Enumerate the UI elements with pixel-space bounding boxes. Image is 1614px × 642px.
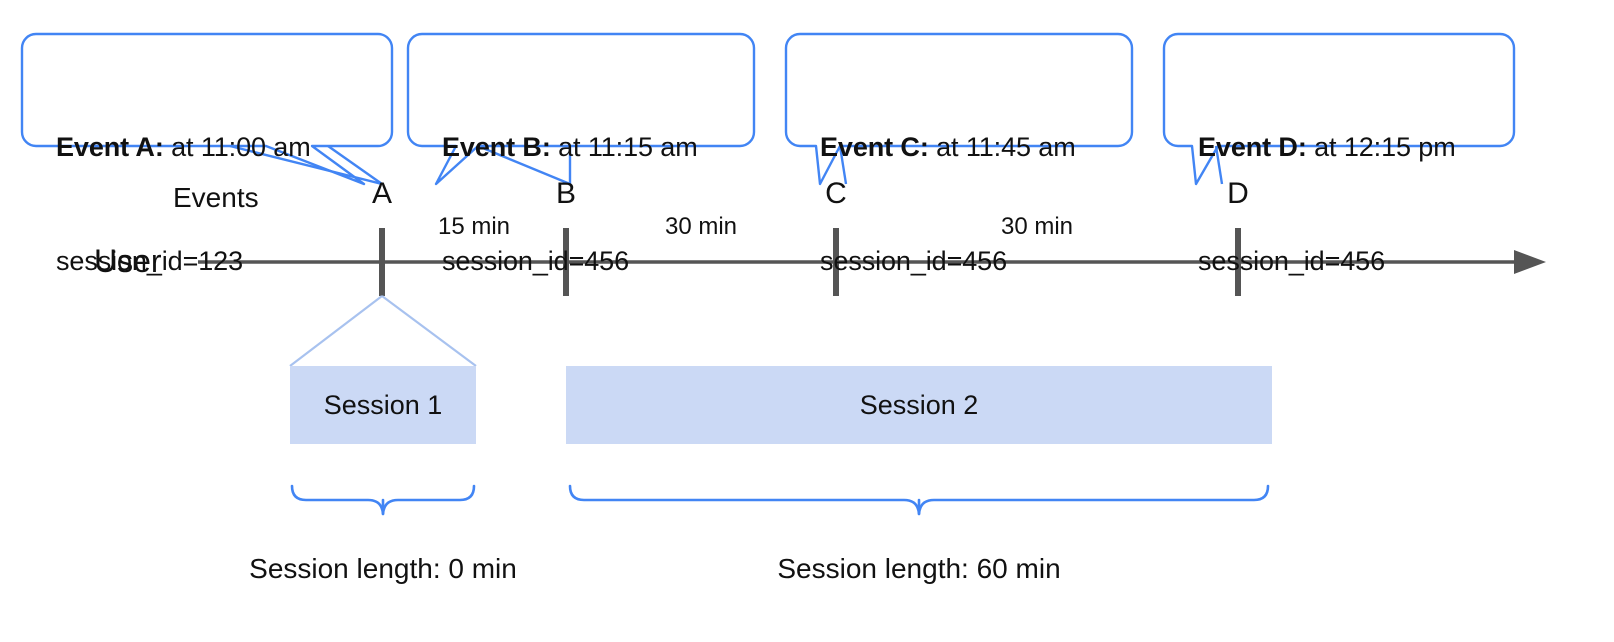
session-1-length-label: Session length: 0 min <box>249 553 517 584</box>
session-2-label: Session 2 <box>859 390 979 420</box>
user-row-label: User <box>94 243 162 279</box>
callout-a-text: Event A: at 11:00 am session_id=123 <box>56 52 386 356</box>
session-2-bar[interactable] <box>566 366 1272 444</box>
events-row-label: Events <box>173 182 259 213</box>
callout-d-time: at 12:15 pm <box>1306 132 1456 162</box>
callout-d-shape[interactable] <box>1162 32 1516 186</box>
callout-a-shape[interactable] <box>20 32 394 186</box>
callout-a-session: session_id=123 <box>56 246 243 276</box>
session-1-bar[interactable] <box>290 366 476 444</box>
callout-c-shape[interactable] <box>784 32 1134 186</box>
callout-b-lead: Event B: <box>442 132 551 162</box>
callout-c-text: Event C: at 11:45 am session_id=456 <box>820 52 1130 356</box>
session-2-brace <box>568 484 1270 516</box>
event-label-d: D <box>1227 177 1249 210</box>
callout-d-session: session_id=456 <box>1198 246 1385 276</box>
event-ticks <box>379 228 1241 296</box>
callout-b-time: at 11:15 am <box>550 132 698 162</box>
gap-label-b-c: 30 min <box>664 213 738 240</box>
event-label-c: C <box>825 177 847 210</box>
callout-c-time: at 11:45 am <box>928 132 1076 162</box>
callout-d-lead: Event D: <box>1198 132 1307 162</box>
callout-a-lead: Event A: <box>56 132 164 162</box>
callout-b-session: session_id=456 <box>442 246 629 276</box>
callout-b-shape[interactable] <box>406 32 756 186</box>
callout-c-lead: Event C: <box>820 132 929 162</box>
gap-label-c-d: 30 min <box>1000 213 1074 240</box>
event-label-b: B <box>555 177 576 210</box>
callout-d-text: Event D: at 12:15 pm session_id=456 <box>1198 52 1512 356</box>
event-label-a: A <box>371 177 392 210</box>
callout-c-session: session_id=456 <box>820 246 1007 276</box>
timeline-axis <box>198 250 1546 274</box>
gap-label-a-b: 15 min <box>437 213 511 240</box>
callout-a-time: at 11:00 am <box>163 132 311 162</box>
session-1-label: Session 1 <box>323 390 443 420</box>
session-2-length-label: Session length: 60 min <box>777 553 1061 584</box>
session-1-brace <box>290 484 476 516</box>
callout-b-text: Event B: at 11:15 am session_id=456 <box>442 52 752 356</box>
session-1-tent <box>289 295 477 367</box>
